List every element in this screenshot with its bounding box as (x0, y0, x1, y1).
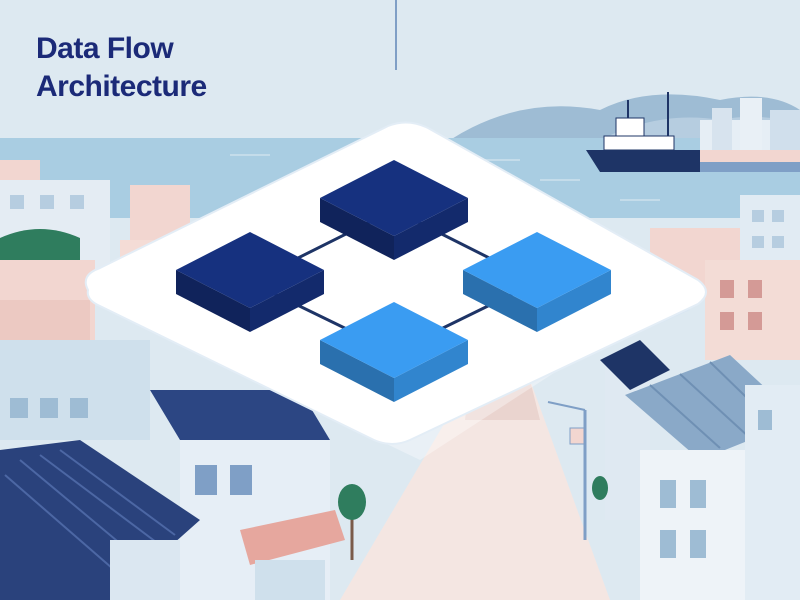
diagram-platform (84, 121, 707, 445)
right-node (463, 232, 611, 332)
right-node-top-face (463, 232, 611, 308)
right-node-left-face (463, 270, 537, 332)
bottom-node-right-face (394, 340, 468, 402)
street (340, 380, 610, 600)
title-line-2: Architecture (36, 70, 207, 103)
left-node-top-face (176, 232, 324, 308)
bottom-node-top-face (320, 302, 468, 378)
left-row-house (150, 390, 345, 600)
ship (586, 92, 720, 172)
top-node-right-face (394, 198, 468, 260)
left-node-left-face (176, 270, 250, 332)
bottom-left-house (0, 440, 200, 600)
street-lamp (547, 401, 587, 540)
trees (338, 476, 608, 560)
top-node-left-face (320, 198, 394, 260)
harbor-city (700, 98, 800, 172)
bottom-node (320, 302, 468, 402)
left-node-right-face (250, 270, 324, 332)
right-lane-buildings (600, 340, 800, 600)
right-node-right-face (537, 270, 611, 332)
top-node-top-face (320, 160, 468, 236)
left-node (176, 232, 324, 332)
diagram-nodes (176, 160, 611, 402)
title-line-1: Data Flow (36, 32, 174, 65)
page-title: Data Flow Architecture (36, 30, 207, 106)
bottom-node-left-face (320, 340, 394, 402)
top-node (320, 160, 468, 260)
